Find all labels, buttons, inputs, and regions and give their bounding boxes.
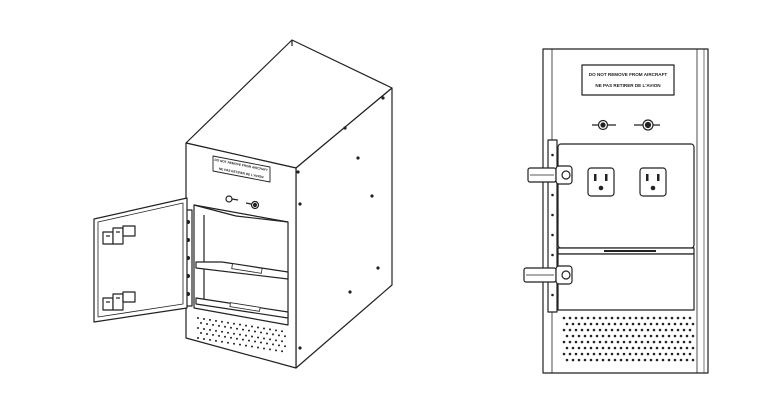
front-latch-upper bbox=[527, 165, 573, 185]
outlet-right bbox=[639, 167, 667, 197]
front-placard: DO NOT REMOVE FROM AIRCRAFT NE PAS RETIR… bbox=[581, 64, 675, 96]
front-latch-lower bbox=[523, 265, 573, 285]
front-placard-line1: DO NOT REMOVE FROM AIRCRAFT bbox=[589, 72, 668, 77]
front-hinge bbox=[547, 139, 558, 313]
open-compartment bbox=[193, 204, 289, 326]
iso-vent-grille bbox=[197, 317, 286, 353]
lower-panel bbox=[557, 253, 695, 311]
iso-connectors bbox=[225, 195, 260, 210]
side-rivets bbox=[296, 96, 385, 350]
isometric-view: DO NOT REMOVE FROM AIRCRAFT NE PAS RETIR… bbox=[93, 39, 393, 369]
door-latch-lower bbox=[102, 291, 136, 311]
front-vent-grille bbox=[562, 316, 695, 362]
front-connectors bbox=[592, 119, 660, 131]
front-view: DO NOT REMOVE FROM AIRCRAFT NE PAS RETIR… bbox=[523, 48, 709, 374]
outlet-left bbox=[587, 167, 615, 197]
front-placard-line2: NE PAS RETIRER DE L'AVION bbox=[595, 83, 661, 88]
outlet-panel bbox=[557, 143, 695, 249]
open-door bbox=[93, 197, 188, 323]
door-latch-upper bbox=[102, 225, 136, 245]
